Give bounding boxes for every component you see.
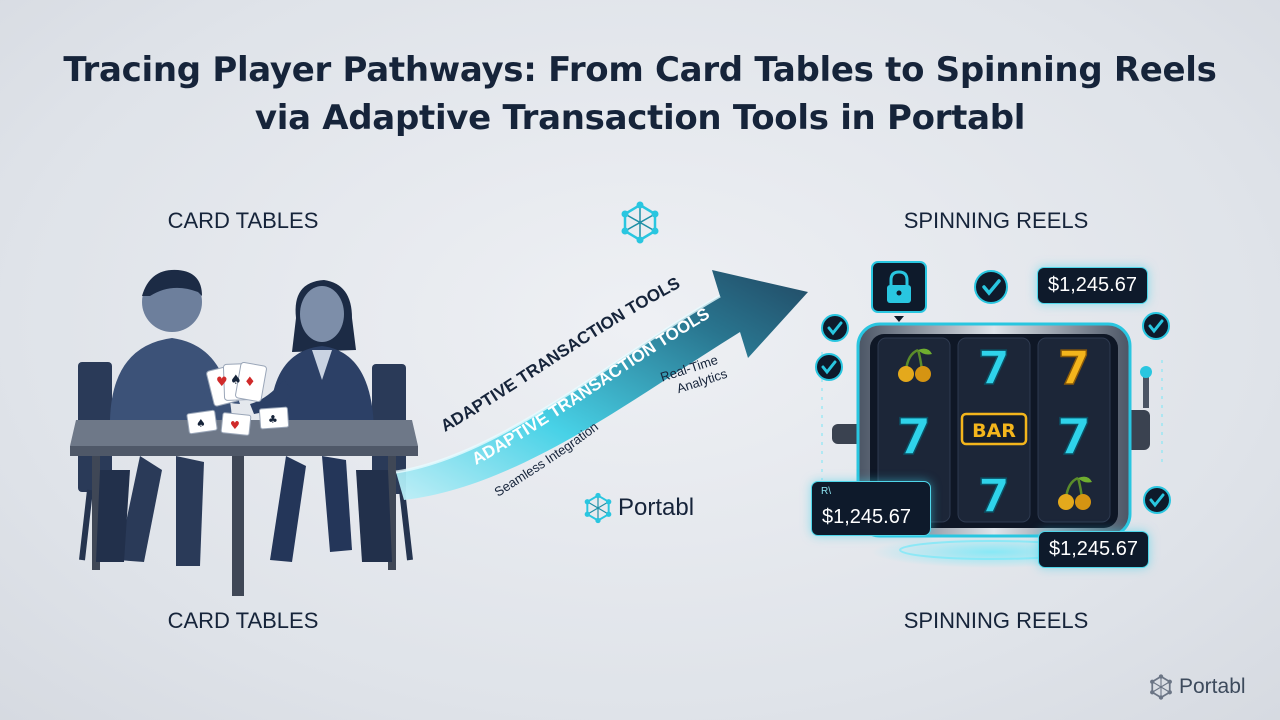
amount-value: $1,245.67	[1049, 538, 1138, 560]
check-icon	[815, 353, 843, 381]
svg-text:♥: ♥	[216, 375, 228, 390]
reel-seven: 7	[1057, 408, 1092, 466]
svg-text:♠: ♠	[196, 417, 206, 430]
bar-symbol	[960, 412, 1028, 446]
amount-badge-left: R\ $1,245.67	[811, 481, 931, 536]
card-table-scene: ♥ ♠ ♦ ♠ ♥ ♣	[70, 269, 418, 596]
title-line-2: via Adaptive Transaction Tools in Portab…	[254, 98, 1026, 138]
page-title: Tracing Player Pathways: From Card Table…	[0, 46, 1280, 142]
table-cards: ♠ ♥ ♣	[186, 406, 290, 436]
network-icon	[621, 201, 659, 244]
reel-seven: 7	[1058, 341, 1090, 395]
check-icon	[821, 314, 849, 342]
transaction-arrow	[395, 270, 808, 500]
svg-text:♥: ♥	[230, 419, 240, 432]
network-icon	[584, 492, 612, 524]
check-icon	[1143, 486, 1171, 514]
bar-label: BAR	[972, 420, 1016, 442]
amount-tag: R\	[821, 486, 831, 497]
brand-name: Portabl	[618, 494, 695, 521]
title-line-1: Tracing Player Pathways: From Card Table…	[63, 50, 1217, 90]
reel-seven: 7	[978, 469, 1010, 523]
network-icon	[1150, 674, 1172, 700]
svg-text:♠: ♠	[230, 373, 242, 388]
reel-seven: 7	[897, 408, 932, 466]
hand-cards: ♥ ♠ ♦	[206, 361, 267, 407]
cherry-icon	[1058, 476, 1092, 510]
amount-badge-top: $1,245.67	[1037, 267, 1148, 304]
label-spinning-reels-bottom: SPINNING REELS	[903, 608, 1089, 633]
svg-text:♣: ♣	[268, 413, 278, 426]
portabl-logo-corner: Portabl	[1147, 673, 1246, 701]
lock-icon	[871, 261, 927, 322]
chair-right-front	[356, 470, 392, 562]
label-card-tables-bottom: CARD TABLES	[167, 608, 319, 633]
amount-badge-bottom: $1,245.67	[1038, 531, 1149, 568]
reel-seven: 7	[978, 341, 1010, 395]
amount-value: $1,245.67	[822, 506, 911, 528]
slot-machine: 7 7 7 BAR 7 7	[821, 322, 1163, 568]
chair-left-front	[96, 470, 130, 562]
label-card-tables-top: CARD TABLES	[167, 208, 319, 233]
cherry-icon	[898, 348, 932, 382]
label-spinning-reels-top: SPINNING REELS	[903, 208, 1089, 233]
check-icon	[1142, 312, 1170, 340]
player-woman	[250, 280, 374, 430]
amount-value: $1,245.67	[1048, 274, 1137, 296]
check-icon	[974, 270, 1008, 304]
brand-name-corner: Portabl	[1179, 675, 1246, 698]
svg-text:♦: ♦	[244, 375, 256, 390]
portabl-logo-center: Portabl	[582, 492, 694, 524]
